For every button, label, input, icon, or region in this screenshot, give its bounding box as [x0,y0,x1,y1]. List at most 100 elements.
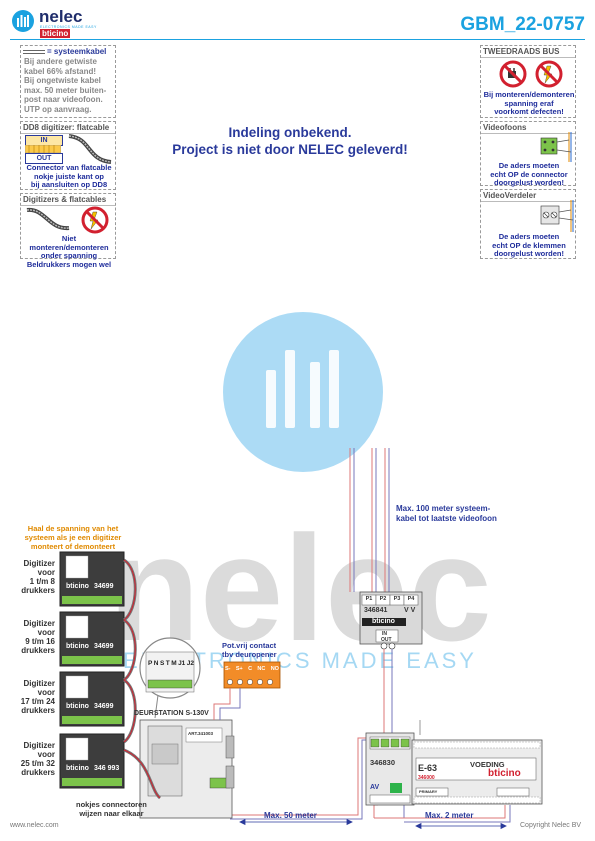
digitizer-label-4: Digitizer voor 25 t/m 32 drukkers [5,741,55,777]
digitizer-warning-line: systeem als je een digitizer [24,533,122,542]
riser-cable [349,448,390,592]
digitizer-label-line: drukkers [21,706,55,715]
digitizer-label-line: 17 t/m 24 [20,697,55,706]
contact-label: Pot.vrij contact tbv deuropener [222,641,277,659]
digitizer-stack [59,551,162,800]
note-cable-line: Bij andere getwiste [24,57,97,66]
footer-website: www.nelec.com [10,822,59,829]
jumper-terminal: J1 [178,660,186,667]
digitizer-label-line: voor [37,750,55,759]
digitizer-part: 346 993 [94,765,120,772]
note-dd8-line: nokje juiste kant op [33,171,104,181]
door-station-model: ART.341003 [188,731,214,736]
cable-symbol-icon [23,49,45,54]
notch-note-line: wijzen naar elkaar [79,809,144,818]
power-supply [411,739,543,805]
distributor-vv: V V [404,607,416,614]
note-two-wire-bus: TWEEDRAADS BUS Bij monteren/demonteren s… [480,45,576,118]
digitizer-label-line: 9 t/m 16 [25,637,55,646]
note-video-distributor: VideoVerdeler De aders moeten echt OP de… [480,189,576,259]
note-dd8-title: DD8 digitizer: flatcable [21,122,115,134]
digitizer-label-line: Digitizer [23,679,55,688]
contact-terminal: NO [270,666,279,672]
digitizer-label-3: Digitizer voor 17 t/m 24 drukkers [5,679,55,715]
flatcable-icon [26,207,70,231]
note-videophones-title: Videofoons [481,122,575,134]
contact-label-line: tbv deuropener [222,650,277,659]
digitizer-label-line: Digitizer [23,741,55,750]
distributor-port: P3 [393,596,401,602]
watermark-logo-mark [266,350,339,428]
distributor-in: IN [382,631,387,637]
notch-note-line: nokjes connectoren [76,800,147,809]
distributor-port: P1 [365,596,373,602]
digitizer-label-line: Digitizer [23,619,55,628]
brand-name: nelec [39,7,83,26]
note-digitizers-title: Digitizers & flatcables [21,194,115,206]
door-station-label: DEURSTATION S-130V [134,710,209,717]
note-digitizers-line: onder spanning [40,251,98,260]
digitizer-label-line: drukkers [21,768,55,777]
distance-2: Max. 2 meter [425,811,474,820]
note-distributor-line: doorgelust worden! [494,249,564,258]
flatcable-connector-icon [25,145,61,153]
watermark-circle [223,312,383,472]
note-videophones-line: De aders moeten [498,161,560,170]
no-live-work-icon [81,206,109,234]
contact-label-line: Pot.vrij contact [222,641,277,650]
center-message-line: Indeling onbekend. [228,125,352,140]
note-distributor-line: echt OP de klemmen [492,240,566,250]
digitizer-label-line: drukkers [21,586,55,595]
note-digitizers-line: Beldrukkers mogen wel [26,259,112,269]
jumper-terminal: S [159,660,165,667]
potential-free-contact [213,661,281,720]
jumper-terminal: N [153,660,159,667]
distributor-part: 346841 [364,607,388,614]
note-bus-line: Bij monteren/demonteren [483,90,575,99]
power-admitter [365,732,415,806]
note-digitizers-line: Niet monteren/demonteren [29,234,109,252]
note-dd8-flatcable: DD8 digitizer: flatcable IN OUT Connecto… [20,121,116,190]
brand-logo-bars-icon [17,15,29,27]
power-primary: PRIMARY [419,789,438,794]
digitizer-label-2: Digitizer voor 9 t/m 16 drukkers [5,619,55,655]
jumper-terminal: T [165,660,170,667]
digitizer-warning-line: monteert of demonteert [30,542,116,551]
note-cable-line: post naar videofoon. [24,95,103,104]
center-message: Indeling onbekend. Project is niet door … [140,124,440,158]
power-label: VOEDING [470,760,505,769]
digitizer-brand: bticino [66,765,89,772]
distributor-port: P4 [407,596,415,602]
admitter-part: 346830 [370,758,396,767]
digitizer-label-line: voor [37,568,55,577]
riser-note-line: kabel tot laatste videofoon [396,514,497,523]
note-bus-line: voorkomt defecten! [494,107,564,116]
note-cable-line: kabel 66% afstand! [24,66,97,76]
header-rule [10,39,585,40]
jumper-terminal: P [148,660,153,667]
document-id: GBM_22-0757 [460,14,585,35]
flatcable-icon [68,134,112,164]
note-videophones-line: echt OP de connector [490,169,568,179]
jumper-terminal: M [171,660,177,667]
note-videophones: Videofoons De aders moeten echt OP de co… [480,121,576,187]
digitizer-part: 34699 [94,703,114,710]
note-cable-title: = systeemkabel [47,47,107,56]
contact-terminal: S+ [235,666,243,672]
videophone-connector-icon [540,132,572,162]
digitizer-label-line: Digitizer [23,559,55,568]
video-distributor [359,591,423,650]
brand-sub: bticino [40,29,71,38]
terminal-block-icon [540,200,574,232]
note-cable-line: max. 50 meter buiten- [24,85,107,95]
power-part: 346000 [418,775,435,781]
contact-terminal-labels: S- S+ C NC NO [225,666,279,672]
admitter-av: AV [370,784,380,791]
digitizer-brand: bticino [66,583,89,590]
digitizer-label-line: 25 t/m 32 [20,759,55,768]
jumper-terminal-labels: P N S T M J1 J2 [148,660,194,667]
no-plug-icon [499,60,527,88]
notch-note: nokjes connectoren wijzen naar elkaar [76,800,147,818]
contact-terminal: C [248,666,253,672]
